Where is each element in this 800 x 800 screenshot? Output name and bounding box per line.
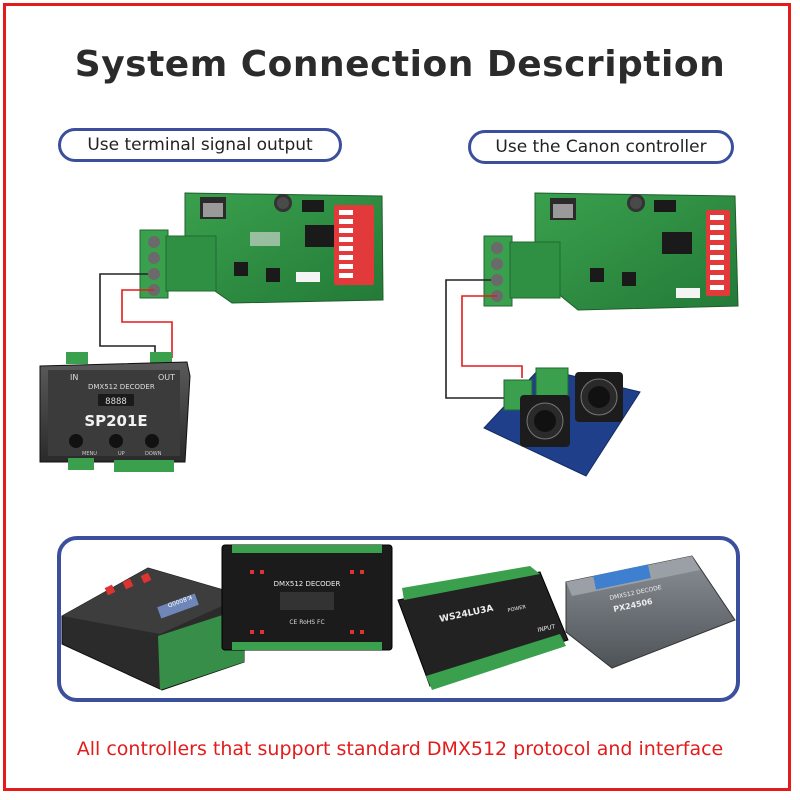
right-black-wire (445, 279, 512, 399)
product-ws24lu3a: WS24LU3A POWER INPUT (397, 566, 569, 690)
right-terminal-block (483, 235, 561, 307)
terminal-output-text: Use terminal signal output (87, 135, 313, 155)
footer-note: All controllers that support standard DM… (76, 738, 724, 760)
canon-controller-label: Use the Canon controller (468, 130, 734, 164)
left-pcb-board (184, 192, 384, 304)
decoder-display: 8888 (105, 397, 127, 407)
decoder-btn-menu: MENU (82, 451, 97, 457)
decoder-out-label: OUT (158, 373, 175, 382)
decoder-model: SP201E (84, 412, 147, 430)
dmx-decoder-header: DMX512 DECODER (274, 580, 341, 588)
right-red-wire (461, 295, 523, 378)
controllers-box (57, 536, 740, 702)
left-red-wire (121, 289, 173, 358)
terminal-output-label: Use terminal signal output (58, 128, 342, 162)
dmx-decoder-marks: CE RoHS FC (289, 619, 324, 626)
ws24lu3a-input: INPUT (537, 623, 556, 634)
page-title: System Connection Description (74, 44, 726, 85)
product-dmx512-decoder: DMX512 DECODER CE RoHS FC (221, 544, 393, 651)
sp201e-decoder: IN OUT DMX512 DECODER 8888 SP201E MENU U… (39, 352, 191, 472)
page-frame (3, 3, 791, 791)
product-px24506: DMX512 DECODE PX24506 (565, 555, 736, 669)
left-terminal-block (139, 229, 217, 299)
ws24lu3a-power: POWER (507, 604, 527, 614)
decoder-header: DMX512 DECODER (88, 383, 155, 391)
right-pcb-board (534, 192, 739, 311)
canon-controller-text: Use the Canon controller (495, 137, 707, 157)
decoder-btn-down: DOWN (145, 451, 162, 457)
xlr-adapter (483, 367, 641, 477)
left-black-wire (99, 273, 156, 358)
decoder-in-label: IN (70, 373, 78, 382)
decoder-btn-up: UP (118, 451, 125, 457)
